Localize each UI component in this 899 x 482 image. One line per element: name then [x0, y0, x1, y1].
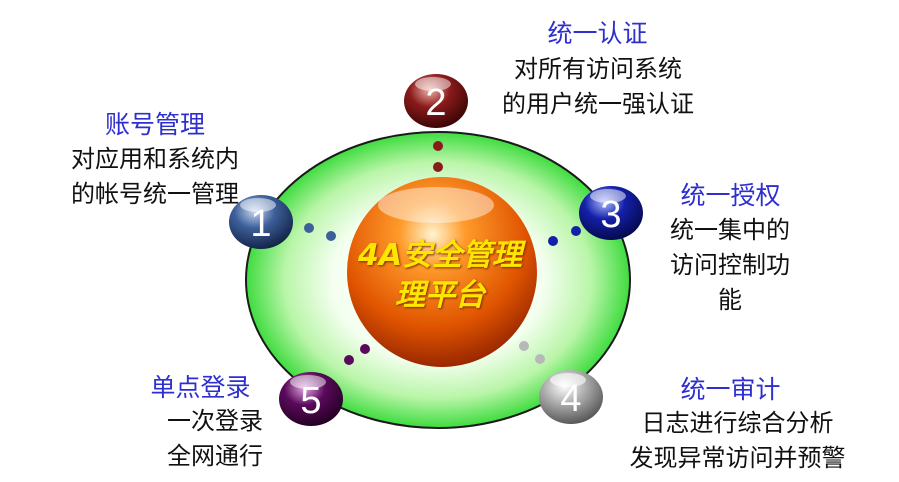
node-ball-3: 3: [579, 186, 643, 240]
node-ball-2: 2: [404, 74, 468, 128]
node-title-3: 统一授权: [680, 181, 781, 210]
node-title-1: 账号管理: [104, 110, 205, 139]
node-ball-4: 4: [539, 370, 603, 424]
node-number-2: 2: [425, 82, 446, 124]
node-title-2: 统一认证: [547, 19, 648, 48]
node-desc-3-line3: 能: [718, 286, 742, 314]
node-ball-5: 5: [279, 372, 343, 426]
node-desc-1: 对应用和系统内 的帐号统一管理: [50, 142, 260, 212]
node-title-5: 单点登录: [150, 373, 251, 402]
node-desc-5: 一次登录 全网通行: [150, 404, 280, 474]
center-label-line1: 4A安全管理: [357, 238, 523, 273]
connector-5: [344, 344, 370, 365]
connector-1: [304, 223, 336, 241]
node-desc-5-line2: 全网通行: [167, 442, 263, 470]
node-desc-1-line1: 对应用和系统内: [71, 145, 239, 173]
connector-4: [519, 341, 545, 364]
node-desc-2-line2: 的用户统一强认证: [502, 90, 694, 118]
node-number-3: 3: [600, 194, 621, 236]
node-desc-1-line2: 的帐号统一管理: [71, 180, 239, 208]
node-desc-2: 对所有访问系统 的用户统一强认证: [478, 52, 718, 122]
node-desc-4: 日志进行综合分析 发现异常访问并预警: [605, 406, 870, 476]
node-number-5: 5: [300, 380, 321, 422]
connector-2: [433, 141, 443, 172]
node-title-4: 统一审计: [680, 375, 781, 404]
node-desc-4-line1: 日志进行综合分析: [641, 409, 834, 437]
node-desc-3-line1: 统一集中的: [670, 216, 790, 244]
node-ball-1: 1: [229, 195, 293, 249]
node-number-1: 1: [250, 203, 271, 245]
center-highlight: [378, 187, 494, 223]
center-sphere: [347, 177, 537, 367]
node-number-4: 4: [560, 378, 581, 420]
node-desc-3: 统一集中的 访问控制功 能: [655, 213, 805, 318]
center-label: 4A安全管理 理平台: [345, 236, 535, 316]
node-desc-2-line1: 对所有访问系统: [514, 55, 682, 83]
node-desc-4-line2: 发现异常访问并预警: [629, 444, 846, 472]
node-desc-3-line2: 访问控制功: [670, 251, 790, 279]
center-label-line2: 理平台: [395, 278, 485, 313]
node-desc-5-line1: 一次登录: [167, 407, 263, 435]
connector-3: [548, 226, 581, 246]
